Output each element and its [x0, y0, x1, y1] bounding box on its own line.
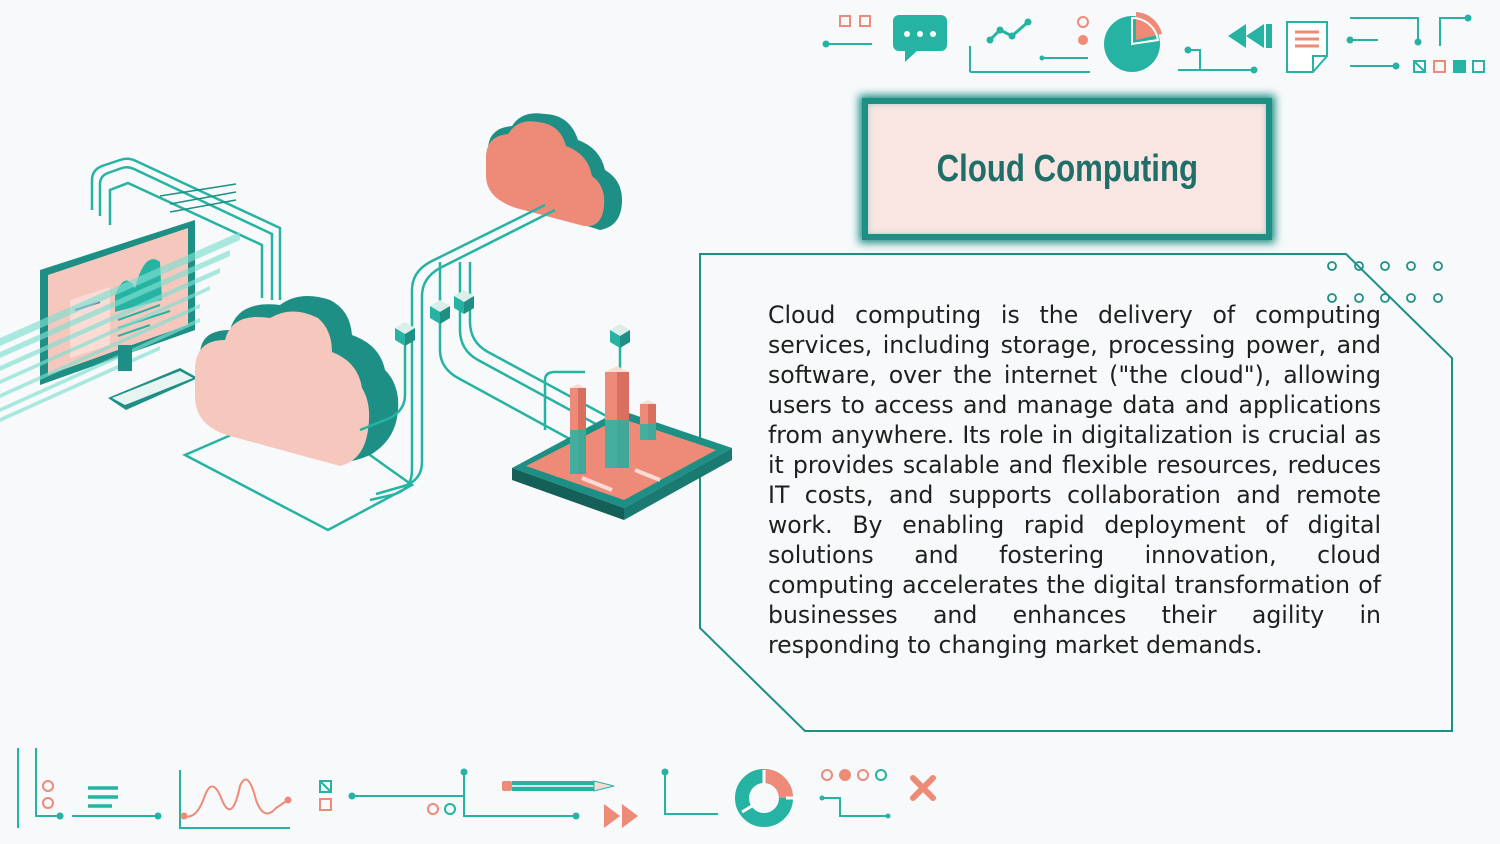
pie-chart-icon — [1104, 12, 1162, 72]
dot-row-connector — [819, 769, 891, 819]
corner-connector — [661, 768, 718, 815]
body-paragraph: Cloud computing is the delivery of compu… — [768, 301, 1381, 659]
dot-grid — [1327, 261, 1443, 303]
donut-chart-icon — [735, 769, 800, 827]
chat-icon — [893, 15, 947, 62]
close-icon — [910, 775, 936, 801]
fast-forward-icon — [604, 804, 638, 828]
text-lines-icon — [88, 786, 118, 808]
rewind-icon — [1228, 24, 1272, 48]
title-box: Cloud Computing — [862, 98, 1272, 240]
bottom-icon-strip — [17, 748, 162, 828]
slide-title: Cloud Computing — [936, 147, 1198, 190]
trend-line-icon — [969, 16, 1090, 73]
line-chart-icon — [179, 770, 292, 829]
square-markers — [319, 780, 332, 811]
document-icon — [1286, 21, 1328, 73]
connector-lines-top — [1178, 46, 1258, 74]
pencil-icon — [502, 780, 615, 792]
text-frame — [699, 253, 1453, 732]
top-icon-strip — [822, 15, 872, 48]
cloud-network-illustration — [0, 113, 732, 532]
connector-lines-bottom — [348, 768, 580, 820]
connector-lines-top-right — [1346, 14, 1485, 73]
